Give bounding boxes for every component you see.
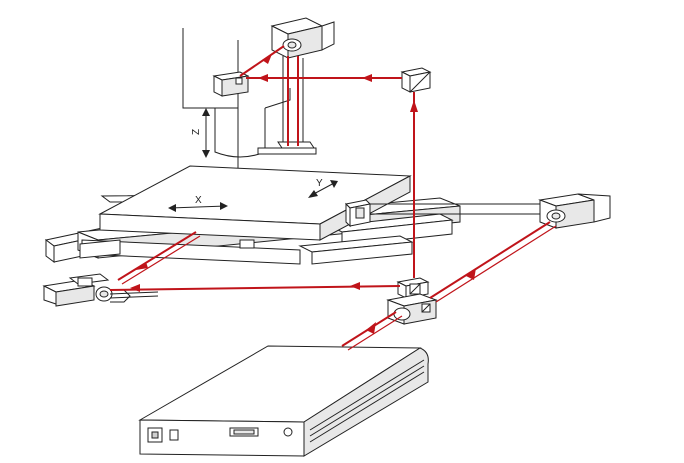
top-right-prism [400,67,432,93]
right-guide-tubes [370,203,540,215]
top-laser-head [270,17,335,59]
xy-stage [44,165,461,265]
laser-source-unit [138,345,429,457]
laser-beam-arrows [130,54,476,334]
y-axis-label: Y [316,178,323,189]
power-switch [169,429,179,441]
y-axis-indicator: Y [308,178,338,198]
x-axis-indicator: X [168,195,228,212]
table-retroreflector [344,199,372,228]
indicator-knob [283,427,293,437]
left-laser-head [42,273,159,307]
z-axis-indicator: Z [191,108,210,158]
x-axis-label: X [195,195,202,206]
z-axis-label: Z [191,129,202,135]
right-laser-head [538,193,611,229]
spindle-beam-splitter [212,71,250,97]
bottom-splitter-cube [386,293,438,325]
optic-tube-vertical [257,56,317,155]
